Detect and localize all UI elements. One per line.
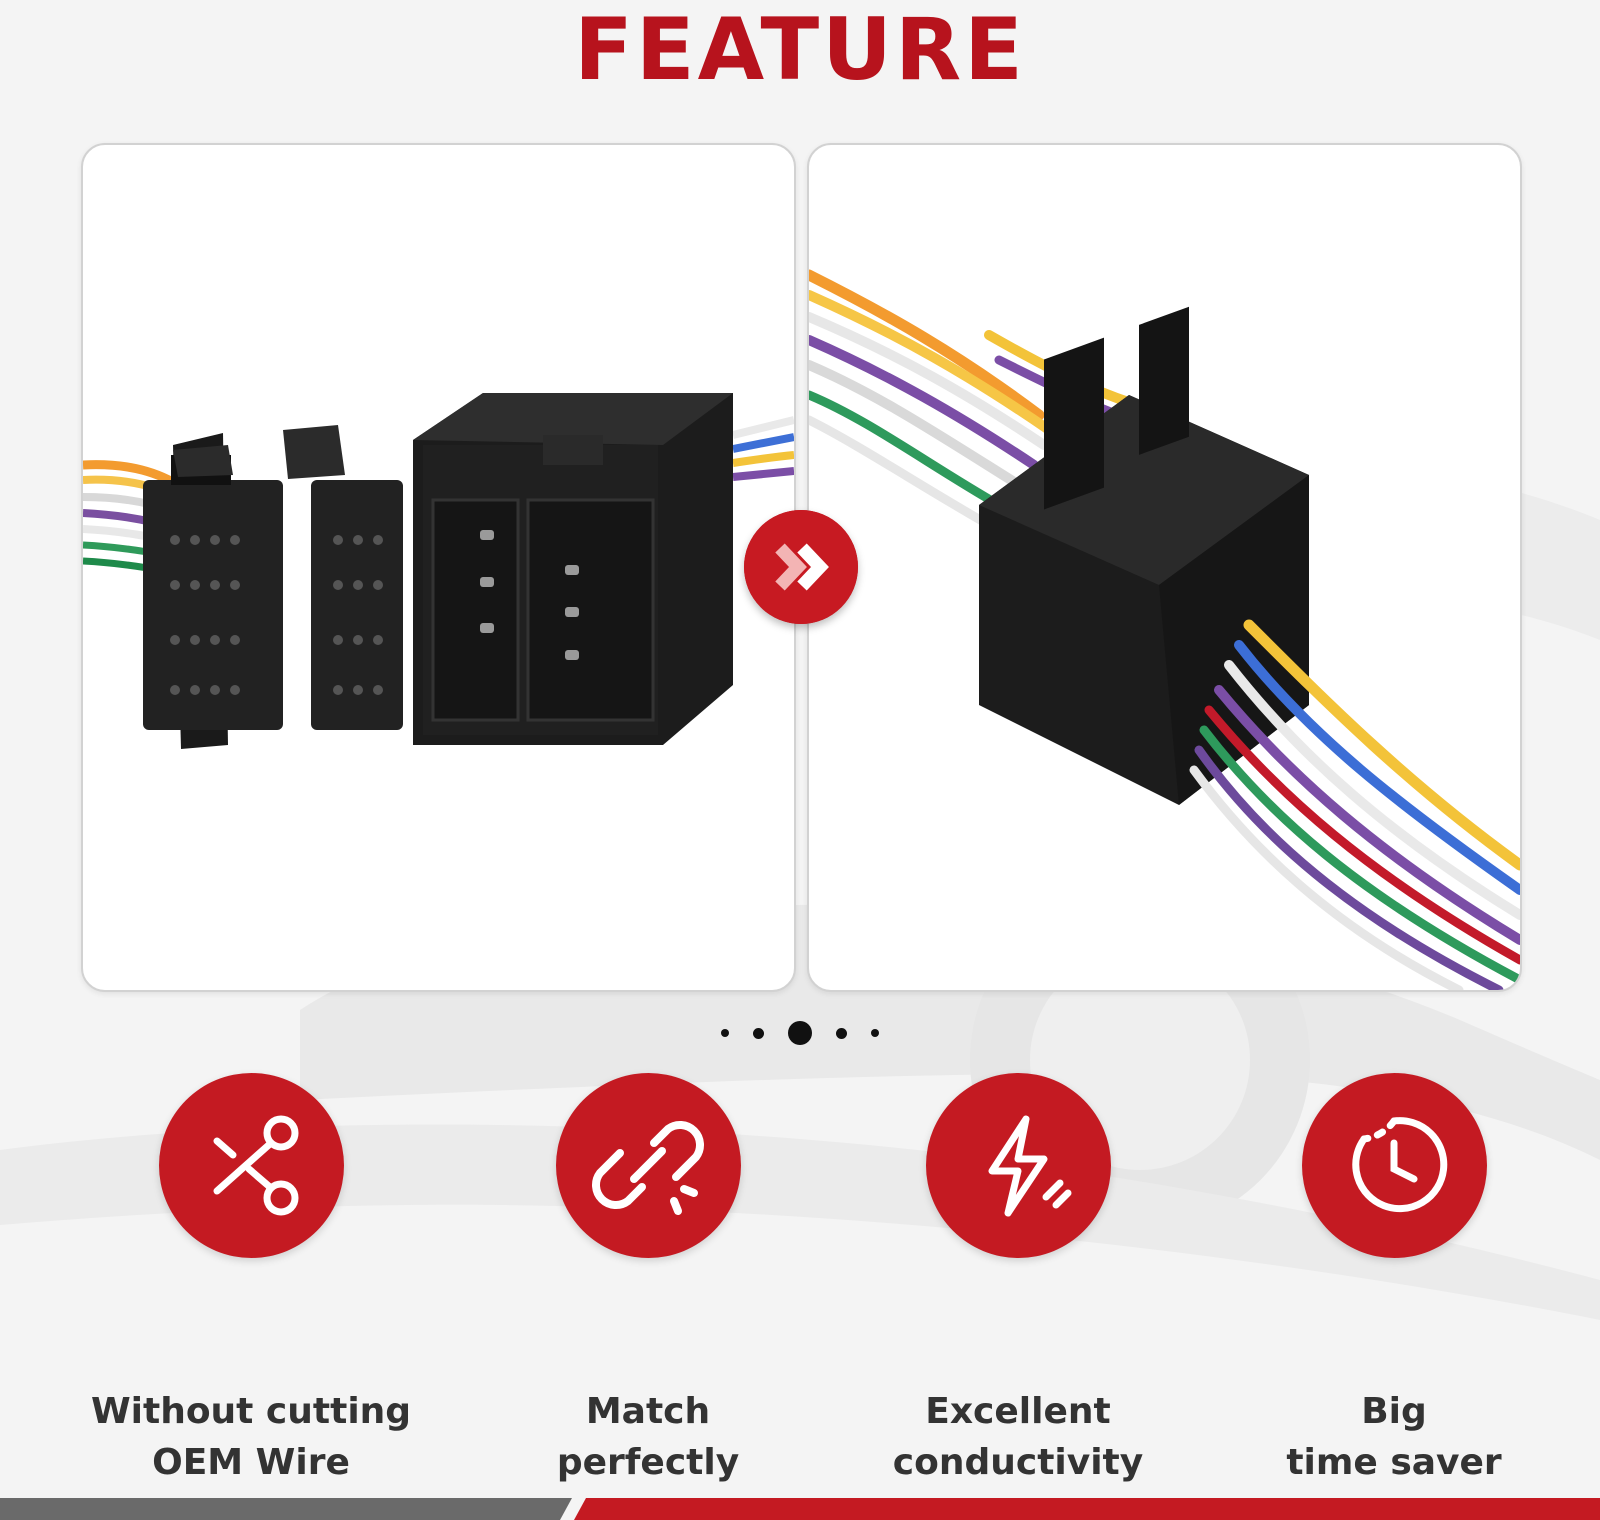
carousel-dot[interactable] <box>836 1027 847 1039</box>
product-photo-connected-harness <box>807 143 1522 992</box>
carousel-dot[interactable] <box>753 1027 764 1039</box>
feature-big-time-saver: Big time saver <box>1224 1073 1564 1488</box>
lightning-bolt-icon <box>925 1073 1111 1258</box>
feature-label-line1: Big <box>1361 1391 1427 1432</box>
harness-connector <box>979 306 1309 805</box>
feature-label-line2: conductivity <box>892 1442 1144 1483</box>
feature-label-line2: perfectly <box>556 1442 740 1483</box>
female-connector-a <box>143 433 283 749</box>
feature-label-line1: Without cutting <box>90 1391 412 1432</box>
carousel-dot-active[interactable] <box>788 1021 812 1045</box>
chain-link-icon <box>555 1073 741 1258</box>
feature-excellent-conductivity: Excellent conductivity <box>848 1073 1188 1488</box>
male-connector <box>413 393 733 745</box>
feature-label-line2: OEM Wire <box>152 1442 350 1483</box>
scissors-cut-icon <box>158 1073 344 1258</box>
feature-label-line1: Excellent <box>925 1391 1111 1432</box>
bottom-accent-bar <box>0 1498 1600 1520</box>
feature-match-perfectly: Match perfectly <box>478 1073 818 1488</box>
product-photo-connectors <box>81 143 796 992</box>
female-connector-b <box>283 425 403 730</box>
feature-label-line2: time saver <box>1286 1442 1502 1483</box>
carousel-dot[interactable] <box>721 1029 729 1037</box>
chevron-right-icon <box>744 510 858 624</box>
feature-label-line1: Match <box>585 1391 711 1432</box>
carousel-pagination <box>0 1018 1600 1048</box>
feature-without-cutting: Without cutting OEM Wire <box>81 1073 421 1488</box>
carousel-dot[interactable] <box>871 1029 879 1037</box>
clock-icon <box>1301 1073 1487 1258</box>
page-title: FEATURE <box>574 0 1026 100</box>
